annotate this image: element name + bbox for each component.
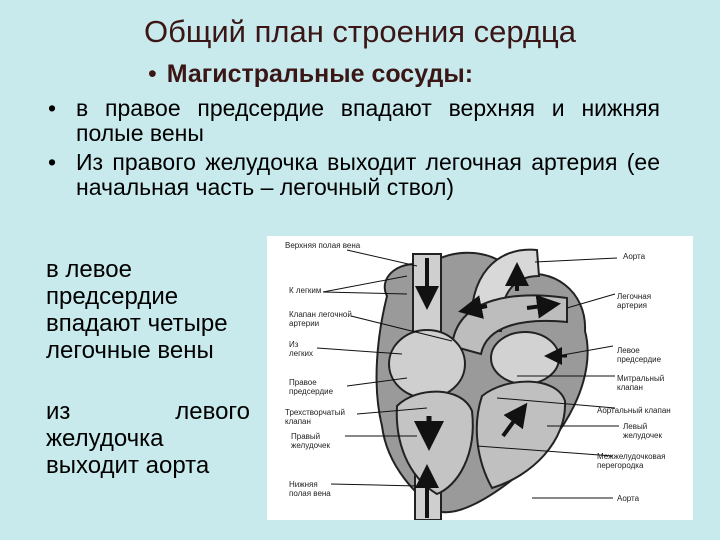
bullet-marker: • bbox=[48, 149, 57, 175]
subtitle: • Магистральные сосуды: bbox=[148, 60, 473, 89]
label-to-lungs: К легким bbox=[289, 286, 322, 295]
label-left-atrium: Левое предсердие bbox=[617, 346, 662, 364]
label-tricuspid-valve: Трехстворчатый клапан bbox=[285, 408, 345, 426]
label-left-ventricle: Левый желудочек bbox=[623, 422, 662, 440]
bullet-text: Из правого желудочка выходит легочная ар… bbox=[76, 149, 660, 200]
label-superior-vena-cava: Верхняя полая вена bbox=[285, 241, 361, 250]
label-right-atrium: Правое предсердие bbox=[289, 378, 334, 396]
label-septum: Межжелудочковая перегородка bbox=[597, 452, 666, 470]
bullet-item: • Из правого желудочка выходит легочная а… bbox=[44, 150, 660, 200]
label-aorta-top: Аорта bbox=[623, 252, 646, 261]
bullet-marker: • bbox=[148, 60, 157, 88]
bullet-list: • в правое предсердие впадают верхняя и н… bbox=[44, 96, 660, 200]
left-ventricle-text: из левого желудочка выходит аорта bbox=[46, 398, 250, 479]
subtitle-text: Магистральные сосуды: bbox=[166, 60, 474, 88]
label-right-ventricle: Правый желудочек bbox=[291, 432, 330, 450]
slide-title: Общий план строения сердца bbox=[143, 14, 577, 49]
side-text-word: левого bbox=[175, 398, 250, 425]
side-text-rest: желудочка выходит аорта bbox=[46, 425, 210, 479]
label-aortic-valve: Аортальный клапан bbox=[597, 406, 671, 415]
label-pulmonary-artery: Легочная артерия bbox=[617, 292, 652, 310]
bullet-text: в правое предсердие впадают верхняя и ни… bbox=[76, 95, 660, 146]
label-inferior-vena-cava: Нижняя полая вена bbox=[289, 480, 331, 498]
heart-illustration bbox=[316, 248, 619, 520]
bullet-item: • в правое предсердие впадают верхняя и н… bbox=[44, 96, 660, 146]
label-from-lungs: Из легких bbox=[289, 340, 314, 358]
label-pulmonary-valve: Клапан легочной артерии bbox=[289, 310, 352, 328]
side-text-word: из bbox=[46, 398, 71, 425]
label-mitral-valve: Митральный клапан bbox=[617, 374, 665, 392]
heart-diagram: Верхняя полая вена К легким Клапан легоч… bbox=[267, 236, 693, 520]
bullet-marker: • bbox=[48, 95, 57, 121]
left-atrium-text: в левое предсердие впадают четыре легочн… bbox=[46, 256, 228, 364]
label-aorta-bottom: Аорта bbox=[617, 494, 640, 503]
